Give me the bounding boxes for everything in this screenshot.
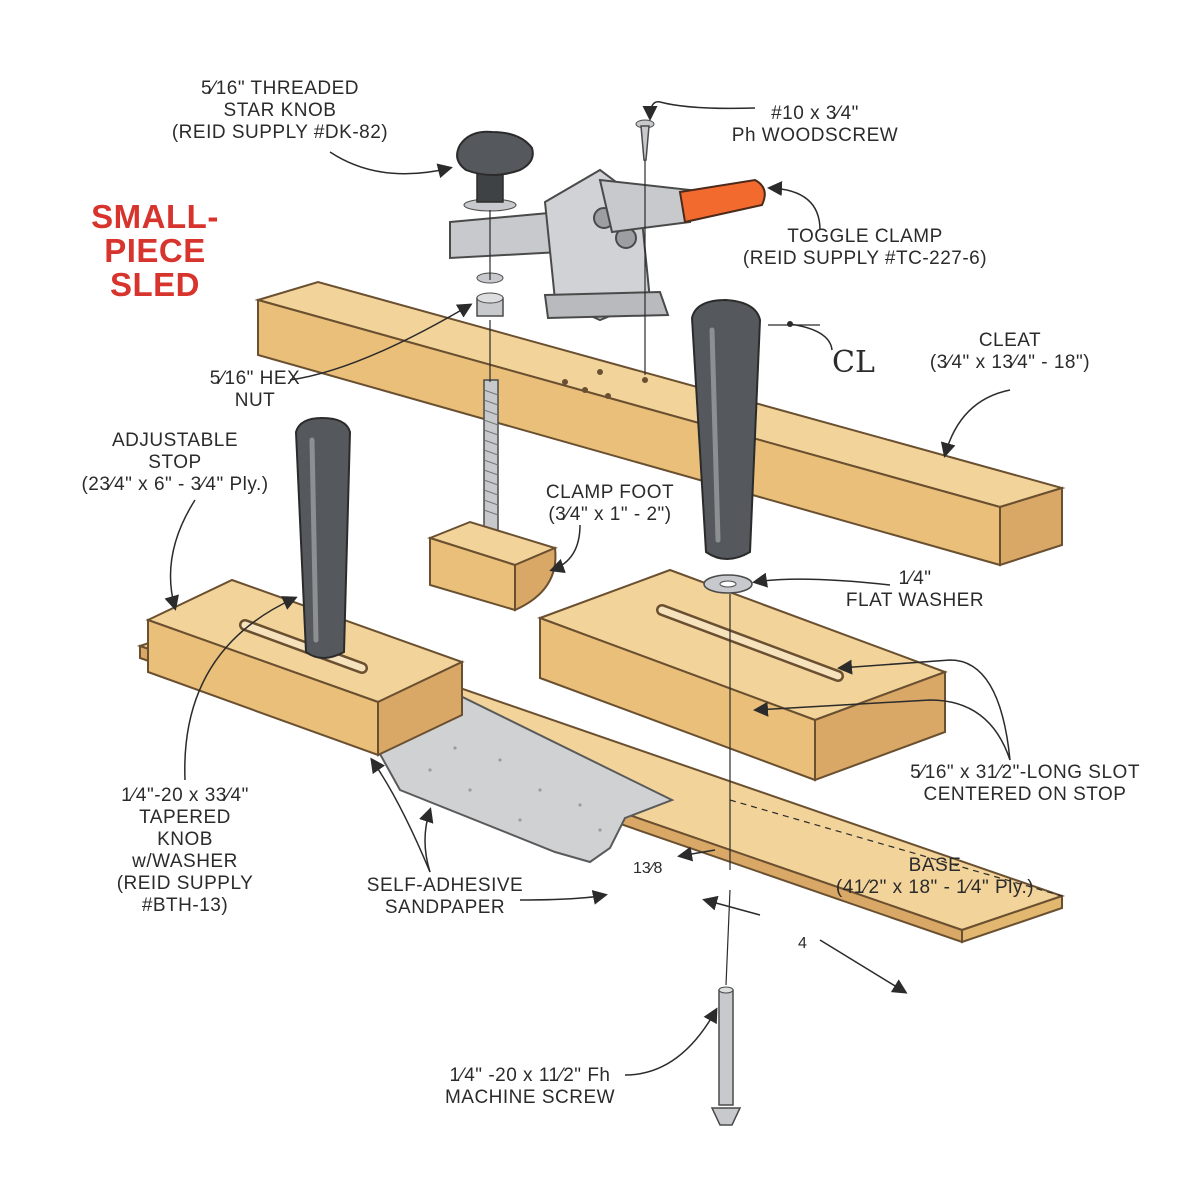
title-line-1: SMALL- [91, 198, 219, 235]
label-line: STAR KNOB [223, 100, 337, 121]
label-line: #10 x 3⁄4" [771, 103, 859, 124]
centerline-leader [789, 323, 833, 351]
machine-screw [710, 986, 742, 1126]
label-hex-nut: 5⁄16" HEX NUT [185, 368, 325, 412]
label-line: SELF-ADHESIVE [366, 875, 524, 896]
clamp-foot [427, 520, 558, 612]
label-line: w/WASHER [132, 851, 238, 872]
toggle-clamp [449, 168, 766, 322]
label-line: CLEAT [978, 330, 1042, 351]
label-machine-screw: 1⁄4" -20 x 11⁄2" Fh MACHINE SCREW [410, 1065, 650, 1109]
label-line: SANDPAPER [384, 897, 506, 918]
label-line: 5⁄16" HEX [209, 368, 301, 389]
label-line: FLAT WASHER [845, 590, 985, 611]
label-line: CENTERED ON STOP [923, 784, 1127, 805]
dimension-lines [677, 846, 908, 994]
label-line: (REID SUPPLY [116, 873, 254, 894]
label-star-knob: 5⁄16" THREADED STAR KNOB (REID SUPPLY #D… [130, 78, 430, 144]
woodscrew [635, 119, 655, 161]
label-line: (23⁄4" x 6" - 3⁄4" Ply.) [81, 474, 269, 495]
centerline-dot [787, 321, 793, 327]
label-line: 1⁄4" -20 x 11⁄2" Fh [449, 1065, 611, 1086]
label-clamp-foot: CLAMP FOOT (3⁄4" x 1" - 2") [510, 482, 710, 526]
label-base: BASE (41⁄2" x 18" - 1⁄4" Ply.) [820, 855, 1050, 899]
threaded-rod [483, 379, 499, 541]
label-line: KNOB [157, 829, 213, 850]
title-line-2: PIECE [104, 232, 206, 269]
assembly-axis-lines [489, 160, 1063, 986]
label-sandpaper: SELF-ADHESIVE SANDPAPER [335, 875, 555, 919]
label-line: Ph WOODSCREW [731, 125, 899, 146]
label-toggle-clamp: TOGGLE CLAMP (REID SUPPLY #TC-227-6) [700, 226, 1030, 270]
label-line: 5⁄16" x 31⁄2"-LONG SLOT [910, 762, 1140, 783]
clamp-handle [678, 178, 766, 224]
label-line: BASE [908, 855, 962, 876]
title-line-3: SLED [109, 266, 200, 303]
label-line: 5⁄16" THREADED [200, 78, 360, 99]
right-stop-block [537, 568, 948, 782]
label-line: STOP [148, 452, 202, 473]
leader-lines [164, 101, 1011, 1076]
tapered-knob-left [294, 416, 352, 659]
label-slot: 5⁄16" x 31⁄2"-LONG SLOT CENTERED ON STOP [880, 762, 1170, 806]
label-line: NUT [234, 390, 276, 411]
star-knob [456, 130, 534, 212]
label-woodscrew: #10 x 3⁄4" Ph WOODSCREW [700, 103, 930, 147]
label-line: MACHINE SCREW [444, 1087, 616, 1108]
label-line: (3⁄4" x 1" - 2") [548, 504, 672, 525]
label-cleat: CLEAT (3⁄4" x 13⁄4" - 18") [905, 330, 1115, 374]
label-line: TOGGLE CLAMP [787, 226, 943, 247]
label-line: 1⁄4"-20 x 33⁄4" [121, 785, 249, 806]
label-line: 1⁄4" [898, 568, 932, 589]
sandpaper-sheet [373, 684, 675, 864]
label-line: CLAMP FOOT [545, 482, 675, 503]
hex-nut [476, 272, 504, 317]
label-tapered-knob: 1⁄4"-20 x 33⁄4" TAPERED KNOB w/WASHER (R… [85, 785, 285, 917]
label-flat-washer: 1⁄4" FLAT WASHER [820, 568, 1010, 612]
label-line: #BTH-13) [141, 895, 229, 916]
label-line: (REID SUPPLY #TC-227-6) [742, 248, 988, 269]
centerline-symbol: CL [832, 345, 875, 380]
dimension-offset: 13⁄8 [633, 860, 663, 877]
label-line: ADJUSTABLE [111, 430, 239, 451]
label-line: TAPERED [139, 807, 231, 828]
label-line: (41⁄2" x 18" - 1⁄4" Ply.) [835, 877, 1035, 898]
label-line: (3⁄4" x 13⁄4" - 18") [929, 352, 1091, 373]
diagram-title: SMALL- PIECE SLED [70, 200, 240, 302]
tapered-knob-right [690, 298, 762, 594]
label-line: (REID SUPPLY #DK-82) [171, 122, 389, 143]
label-adjustable-stop: ADJUSTABLE STOP (23⁄4" x 6" - 3⁄4" Ply.) [40, 430, 310, 496]
dimension-length: 4 [798, 935, 807, 952]
